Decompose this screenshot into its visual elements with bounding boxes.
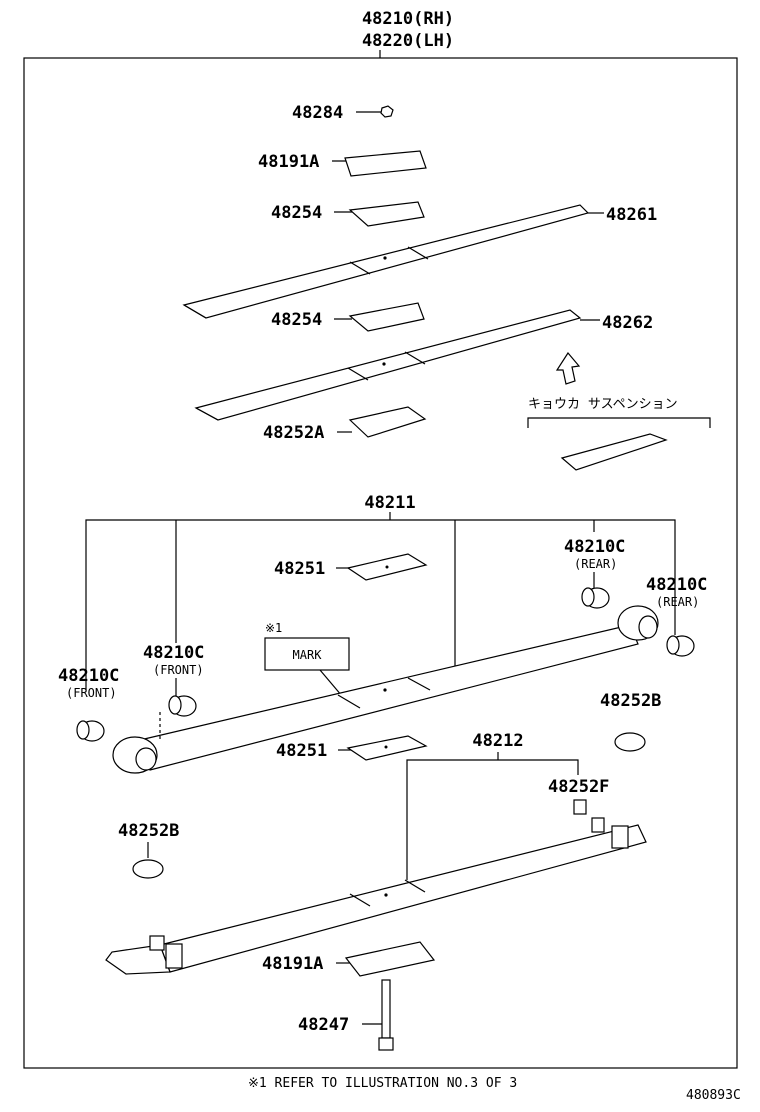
assembly-frame <box>23 57 738 1069</box>
rear-label-right: (REAR) <box>656 595 699 609</box>
nut-48284[interactable] <box>380 105 394 118</box>
part-label-48210c-rear-left[interactable]: 48210C <box>564 537 625 557</box>
part-label-48211[interactable]: 48211 <box>364 493 415 513</box>
header-lh-label: 48220(LH) <box>362 31 454 51</box>
part-label-48252a[interactable]: 48252A <box>263 423 324 443</box>
part-label-48212[interactable]: 48212 <box>472 731 523 751</box>
part-label-48210c-front-left[interactable]: 48210C <box>58 666 119 686</box>
part-label-48210c-front-right[interactable]: 48210C <box>143 643 204 663</box>
mark-ref: ※1 <box>265 621 282 635</box>
part-label-48210c-rear-right[interactable]: 48210C <box>646 575 707 595</box>
part-label-48191a-bottom[interactable]: 48191A <box>262 954 323 974</box>
mark-box <box>264 637 350 671</box>
part-label-48284[interactable]: 48284 <box>292 103 343 123</box>
part-label-48251-b[interactable]: 48251 <box>276 741 327 761</box>
mark-label: MARK <box>293 648 323 662</box>
clip-48252f[interactable] <box>573 799 587 815</box>
up-arrow-icon <box>555 351 581 385</box>
part-label-48262[interactable]: 48262 <box>602 313 653 333</box>
part-label-48252f[interactable]: 48252F <box>548 777 609 797</box>
front-label-right: (FRONT) <box>153 663 204 677</box>
part-label-48252b-left[interactable]: 48252B <box>118 821 179 841</box>
japanese-note: キョウカ サスペンション <box>528 397 678 412</box>
rebound-clip-front <box>149 935 165 951</box>
diagram-code: 480893C <box>686 1088 741 1103</box>
rebound-clip-rear-2 <box>611 825 629 849</box>
center-bolt-48247[interactable] <box>381 979 391 1039</box>
part-label-48254-a[interactable]: 48254 <box>271 203 322 223</box>
pad-48191a-top[interactable] <box>344 150 427 177</box>
pad-48252a[interactable] <box>348 406 427 438</box>
part-label-48247[interactable]: 48247 <box>298 1015 349 1035</box>
front-label-left: (FRONT) <box>66 686 117 700</box>
rebound-clip-rear <box>591 817 605 833</box>
part-label-48254-b[interactable]: 48254 <box>271 310 322 330</box>
rear-label-left: (REAR) <box>574 557 617 571</box>
pad-48254-b[interactable] <box>348 302 425 332</box>
cap-48252b-left[interactable] <box>132 859 164 879</box>
rebound-clip-front-2 <box>165 943 183 969</box>
header-rh-label: 48210(RH) <box>362 9 454 29</box>
part-label-48251-a[interactable]: 48251 <box>274 559 325 579</box>
pad-48191a-bottom[interactable] <box>344 941 436 977</box>
part-label-48191a-top[interactable]: 48191A <box>258 152 319 172</box>
part-label-48252b-right[interactable]: 48252B <box>600 691 661 711</box>
footnote: ※1 REFER TO ILLUSTRATION NO.3 OF 3 <box>248 1076 517 1091</box>
part-label-48261[interactable]: 48261 <box>606 205 657 225</box>
cap-48252b-right[interactable] <box>614 732 646 752</box>
pad-48254-a[interactable] <box>348 201 425 227</box>
reinforced-leaf <box>560 433 668 471</box>
